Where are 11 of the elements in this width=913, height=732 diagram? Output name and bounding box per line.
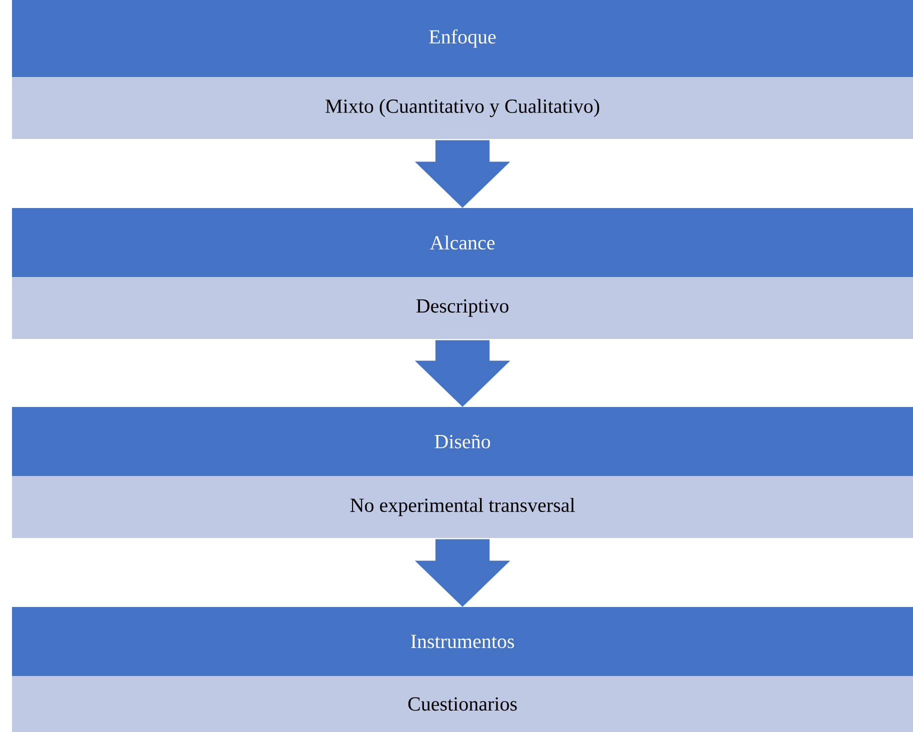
arrow: [414, 539, 510, 607]
header-band: Alcance: [12, 208, 913, 277]
content-band: Cuestionarios: [12, 676, 913, 732]
content-band: No experimental transversal: [12, 476, 913, 538]
header-band: Diseño: [12, 407, 913, 476]
content-band: Mixto (Cuantitativo y Cualitativo): [12, 77, 913, 139]
content-band: Descriptivo: [12, 277, 913, 339]
header-band: Enfoque: [12, 0, 913, 77]
arrow: [414, 340, 510, 407]
header-band: Instrumentos: [12, 607, 913, 676]
arrow: [414, 140, 510, 208]
